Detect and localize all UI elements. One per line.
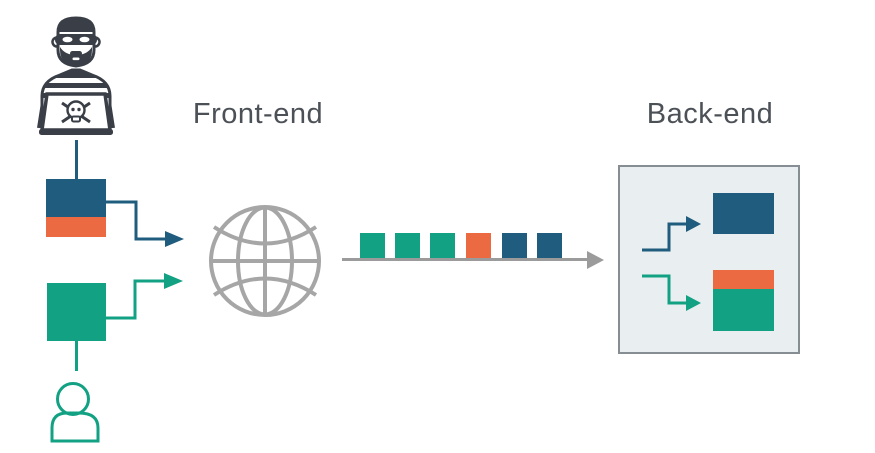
packet-square: [430, 233, 455, 258]
hacker-mouth: [72, 57, 80, 61]
block-segment: [46, 217, 106, 237]
hacker-hair: [59, 17, 93, 32]
user-request-block: [47, 283, 106, 341]
packet-square: [360, 233, 385, 258]
user-arrow: [106, 273, 183, 320]
packet-stream-line: [342, 258, 590, 261]
backend-box: [618, 165, 800, 354]
block-segment: [713, 193, 774, 234]
packet-square: [466, 233, 491, 258]
laptop-base: [39, 129, 113, 135]
hacker-eye: [62, 36, 73, 43]
block-to-user-line: [75, 341, 78, 371]
attacker-arrow: [106, 200, 184, 247]
hacker-mask: [55, 34, 97, 45]
block-segment: [713, 270, 774, 289]
globe-icon: [209, 205, 321, 317]
packet-square: [395, 233, 420, 258]
backend-label: Back-end: [646, 98, 774, 130]
skull-icon: [61, 100, 91, 124]
block-segment: [46, 179, 106, 217]
block-segment: [47, 283, 106, 341]
hacker-to-block-line: [75, 140, 78, 179]
hacker-icon: [37, 16, 115, 135]
backend-top-block: [713, 193, 774, 234]
user-icon: [50, 382, 100, 443]
frontend-label: Front-end: [192, 98, 324, 130]
hacker-beard: [60, 47, 92, 66]
packet-square: [537, 233, 562, 258]
packet-stream-arrowhead: [587, 251, 604, 269]
backend-bottom-arrow: [642, 274, 701, 311]
block-segment: [713, 289, 774, 331]
attacker-request-block: [46, 179, 106, 237]
packet-square: [502, 233, 527, 258]
backend-bottom-block: [713, 270, 774, 331]
backend-top-arrow: [642, 216, 701, 252]
